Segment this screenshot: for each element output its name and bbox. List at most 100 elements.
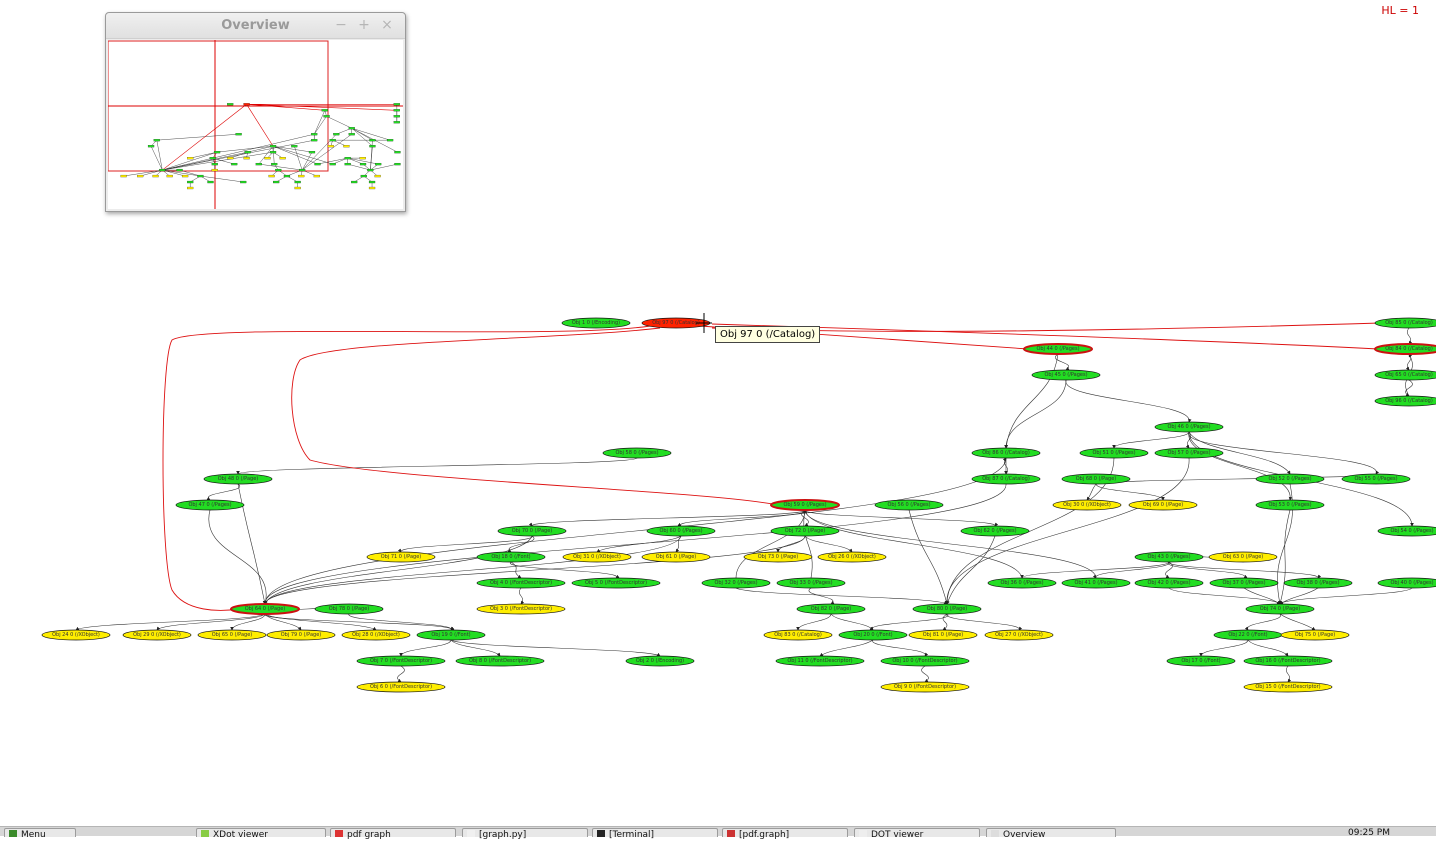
graph-node-n83[interactable]: Obj 83 0 (/Catalog) — [763, 629, 833, 641]
graph-edge — [1086, 483, 1097, 501]
graph-node-n2[interactable]: Obj 2 0 (/Encoding) — [625, 655, 695, 667]
graph-node-n61[interactable]: Obj 61 0 (/Page) — [641, 551, 711, 563]
graph-node-n46[interactable]: Obj 46 0 (/Pages) — [1154, 421, 1224, 433]
taskbar-button[interactable]: Overview — [986, 828, 1116, 840]
graph-node-n41[interactable]: Obj 41 0 (/Pages) — [1061, 577, 1131, 589]
highlighted-edge — [291, 327, 779, 506]
graph-node-n4[interactable]: Obj 4 0 (/FontDescriptor) — [476, 577, 566, 589]
graph-node-n65[interactable]: Obj 65 0 (/Catalog) — [1374, 369, 1436, 381]
graph-node-n16[interactable]: Obj 16 0 (/FontDescriptor) — [1243, 655, 1333, 667]
minimap-node — [394, 151, 401, 154]
graph-node-n18[interactable]: Obj 18 0 (/Font) — [476, 551, 546, 563]
graph-node-n40[interactable]: Obj 40 0 (/Pages) — [1377, 577, 1436, 589]
minimap-edge — [317, 157, 348, 165]
graph-node-n59[interactable]: Obj 59 0 (/Pages) — [770, 499, 840, 511]
graph-node-n20[interactable]: Obj 20 0 (/Font) — [838, 629, 908, 641]
graph-node-n73[interactable]: Obj 73 0 (/Page) — [743, 551, 813, 563]
taskbar-button[interactable]: Menu — [4, 828, 76, 840]
graph-node-n24[interactable]: Obj 24 0 (/XObject) — [41, 629, 111, 641]
graph-edge — [1004, 353, 1059, 449]
graph-node-n57[interactable]: Obj 57 0 (/Pages) — [1154, 447, 1224, 459]
maximize-button[interactable]: + — [358, 17, 370, 33]
graph-node-n85[interactable]: Obj 85 0 (/Catalog) — [1374, 317, 1436, 329]
graph-node-n56[interactable]: Obj 56 0 (/Pages) — [874, 499, 944, 511]
graph-node-n60[interactable]: Obj 60 0 (/Pages) — [646, 525, 716, 537]
taskbar-button[interactable]: XDot viewer — [196, 828, 326, 840]
graph-node-n19[interactable]: Obj 19 0 (/Font) — [416, 629, 486, 641]
minimap-edge — [347, 163, 371, 171]
graph-node-n65p[interactable]: Obj 65 0 (/Page) — [197, 629, 267, 641]
graph-node-n62[interactable]: Obj 62 0 (/Pages) — [960, 525, 1030, 537]
graph-node-n22[interactable]: Obj 22 0 (/Font) — [1213, 629, 1283, 641]
graph-node-n84[interactable]: Obj 84 0 (/Catalog) — [1374, 343, 1436, 355]
graph-node-n86[interactable]: Obj 86 0 (/Catalog) — [971, 447, 1041, 459]
taskbar-button[interactable]: [pdf.graph] — [722, 828, 848, 840]
graph-node-n52[interactable]: Obj 52 0 (/Pages) — [1255, 473, 1325, 485]
graph-node-n30[interactable]: Obj 30 0 (/XObject) — [1052, 499, 1122, 511]
graph-node-n44[interactable]: Obj 44 0 (/Pages) — [1023, 343, 1093, 355]
graph-node-n42[interactable]: Obj 42 0 (/Pages) — [1134, 577, 1204, 589]
graph-node-n10[interactable]: Obj 10 0 (/FontDescriptor) — [880, 655, 970, 667]
overview-titlebar[interactable]: Overview − + × — [106, 13, 405, 39]
graph-node-n80[interactable]: Obj 80 0 (/Page) — [912, 603, 982, 615]
graph-node-n45[interactable]: Obj 45 0 (/Pages) — [1031, 369, 1101, 381]
taskbar-button[interactable]: pdf graph — [330, 828, 456, 840]
graph-node-n63[interactable]: Obj 63 0 (/Page) — [1208, 551, 1278, 563]
graph-node-n31[interactable]: Obj 31 0 (/XObject) — [562, 551, 632, 563]
graph-node-n7[interactable]: Obj 7 0 (/FontDescriptor) — [356, 655, 446, 667]
graph-node-n51[interactable]: Obj 51 0 (/Pages) — [1079, 447, 1149, 459]
graph-node-n8[interactable]: Obj 8 0 (/FontDescriptor) — [455, 655, 545, 667]
graph-node-n64[interactable]: Obj 64 0 (/Page) — [230, 603, 300, 615]
graph-node-n29[interactable]: Obj 29 0 (/XObject) — [122, 629, 192, 641]
graph-node-n3[interactable]: Obj 3 0 (/FontDescriptor) — [476, 603, 566, 615]
graph-node-n43[interactable]: Obj 43 0 (/Pages) — [1134, 551, 1204, 563]
graph-node-n37[interactable]: Obj 37 0 (/Pages) — [1209, 577, 1279, 589]
graph-node-n5[interactable]: Obj 5 0 (/FontDescriptor) — [571, 577, 661, 589]
graph-node-n58[interactable]: Obj 58 0 (/Pages) — [602, 447, 672, 459]
graph-node-n48[interactable]: Obj 48 0 (/Page) — [203, 473, 273, 485]
graph-node-n6[interactable]: Obj 6 0 (/FontDescriptor) — [356, 681, 446, 693]
graph-node-n96[interactable]: Obj 96 0 (/Catalog) — [1374, 395, 1436, 407]
graph-node-n78[interactable]: Obj 78 0 (/Page) — [314, 603, 384, 615]
close-button[interactable]: × — [381, 17, 393, 33]
graph-node-n15[interactable]: Obj 15 0 (/FontDescriptor) — [1243, 681, 1333, 693]
minimize-button[interactable]: − — [335, 17, 347, 33]
graph-node-n26[interactable]: Obj 26 0 (/XObject) — [817, 551, 887, 563]
graph-node-n38[interactable]: Obj 38 0 (/Pages) — [1283, 577, 1353, 589]
graph-node-n87[interactable]: Obj 87 0 (/Catalog) — [971, 473, 1041, 485]
graph-node-n9[interactable]: Obj 9 0 (/FontDescriptor) — [880, 681, 970, 693]
graph-node-n33[interactable]: Obj 33 0 (/Pages) — [776, 577, 846, 589]
graph-node-n79[interactable]: Obj 79 0 (/Page) — [266, 629, 336, 641]
taskbar-button[interactable]: [graph.py] — [462, 828, 588, 840]
minimap-edge — [351, 128, 373, 147]
node-label: Obj 33 0 (/Pages) — [789, 580, 832, 586]
graph-node-n81[interactable]: Obj 81 0 (/Page) — [908, 629, 978, 641]
graph-node-n69[interactable]: Obj 69 0 (/Page) — [1128, 499, 1198, 511]
node-label: Obj 73 0 (/Page) — [758, 554, 799, 560]
graph-node-n36[interactable]: Obj 36 0 (/Pages) — [987, 577, 1057, 589]
graph-node-n82[interactable]: Obj 82 0 (/Page) — [796, 603, 866, 615]
graph-node-n55[interactable]: Obj 55 0 (/Pages) — [1341, 473, 1411, 485]
taskbar-button[interactable]: DOT viewer — [854, 828, 980, 840]
graph-node-n70[interactable]: Obj 70 0 (/Page) — [497, 525, 567, 537]
overview-minimap[interactable] — [108, 40, 403, 209]
graph-node-n1[interactable]: Obj 1 0 (/Encoding) — [561, 317, 631, 329]
graph-node-n74[interactable]: Obj 74 0 (/Page) — [1245, 603, 1315, 615]
graph-node-n11[interactable]: Obj 11 0 (/FontDescriptor) — [775, 655, 865, 667]
minimap-node — [271, 162, 278, 166]
graph-node-n47[interactable]: Obj 47 0 (/Pages) — [175, 499, 245, 511]
graph-node-n17[interactable]: Obj 17 0 (/Font) — [1166, 655, 1236, 667]
graph-node-n72[interactable]: Obj 72 0 (/Page) — [770, 525, 840, 537]
taskbar-clock[interactable]: 09:25 PM — [1348, 828, 1390, 838]
graph-node-n71[interactable]: Obj 71 0 (/Page) — [366, 551, 436, 563]
graph-node-n68[interactable]: Obj 68 0 (/Page) — [1061, 473, 1131, 485]
graph-node-n54[interactable]: Obj 54 0 (/Pages) — [1377, 525, 1436, 537]
graph-node-n75[interactable]: Obj 75 0 (/Page) — [1280, 629, 1350, 641]
graph-node-n27[interactable]: Obj 27 0 (/XObject) — [984, 629, 1054, 641]
graph-node-n32[interactable]: Obj 32 0 (/Pages) — [701, 577, 771, 589]
taskbar-button[interactable]: [Terminal] — [592, 828, 718, 840]
graph-node-n53[interactable]: Obj 53 0 (/Pages) — [1255, 499, 1325, 511]
overview-window[interactable]: Overview − + × — [105, 12, 406, 212]
graph-node-n28[interactable]: Obj 28 0 (/XObject) — [341, 629, 411, 641]
